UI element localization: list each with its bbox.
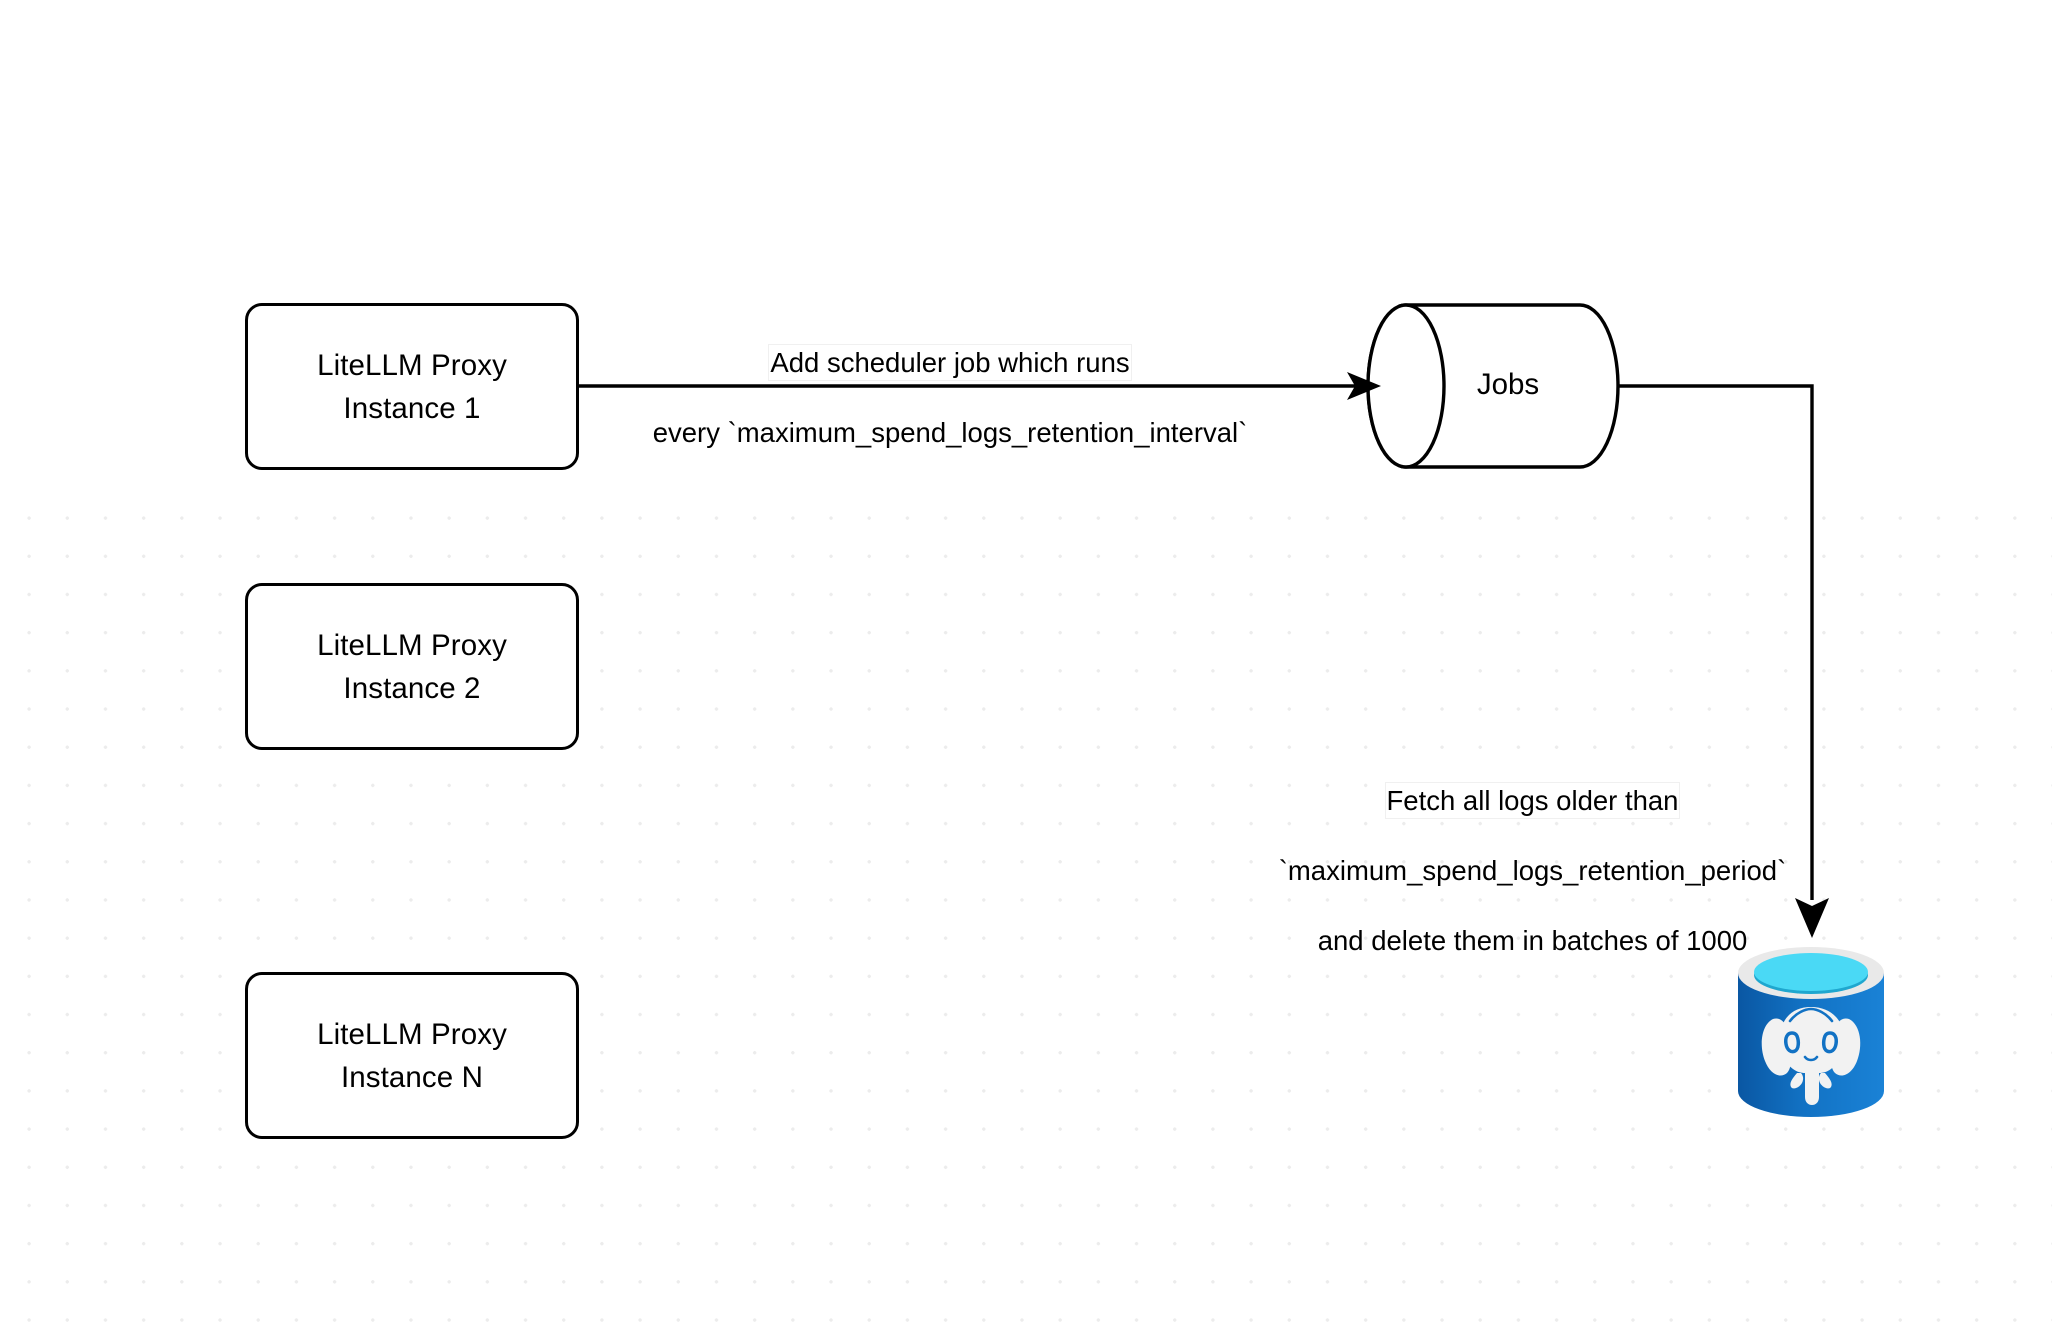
node-label: LiteLLM Proxy Instance 2: [317, 628, 507, 705]
node-litellm-proxy-instance-n[interactable]: LiteLLM Proxy Instance N: [245, 972, 579, 1139]
jobs-cylinder-shape[interactable]: [1366, 303, 1620, 469]
edge-label-line-2: `maximum_spend_logs_retention_period`: [1278, 855, 1787, 886]
node-litellm-proxy-instance-2[interactable]: LiteLLM Proxy Instance 2: [245, 583, 579, 750]
node-label: LiteLLM Proxy Instance 1: [317, 348, 507, 425]
node-litellm-proxy-instance-1[interactable]: LiteLLM Proxy Instance 1: [245, 303, 579, 470]
postgresql-database-icon[interactable]: [1735, 945, 1887, 1120]
edge-label-line-3: and delete them in batches of 1000: [1317, 925, 1748, 956]
edge-label-fetch-delete: Fetch all logs older than `maximum_spend…: [1245, 748, 1820, 993]
node-jobs-label: Jobs: [1443, 355, 1573, 415]
edge-scheduler-connector[interactable]: [579, 372, 1381, 400]
edge-label-scheduler: Add scheduler job which runs every `maxi…: [600, 310, 1300, 485]
edge-label-line-2: every `maximum_spend_logs_retention_inte…: [652, 417, 1248, 448]
edge-fetch-delete-connector[interactable]: [1618, 384, 1829, 938]
edge-label-line-1: Add scheduler job which runs: [768, 344, 1132, 381]
jobs-label-text: Jobs: [1476, 368, 1540, 401]
edge-label-line-1: Fetch all logs older than: [1384, 782, 1681, 819]
node-label: LiteLLM Proxy Instance N: [317, 1017, 507, 1094]
